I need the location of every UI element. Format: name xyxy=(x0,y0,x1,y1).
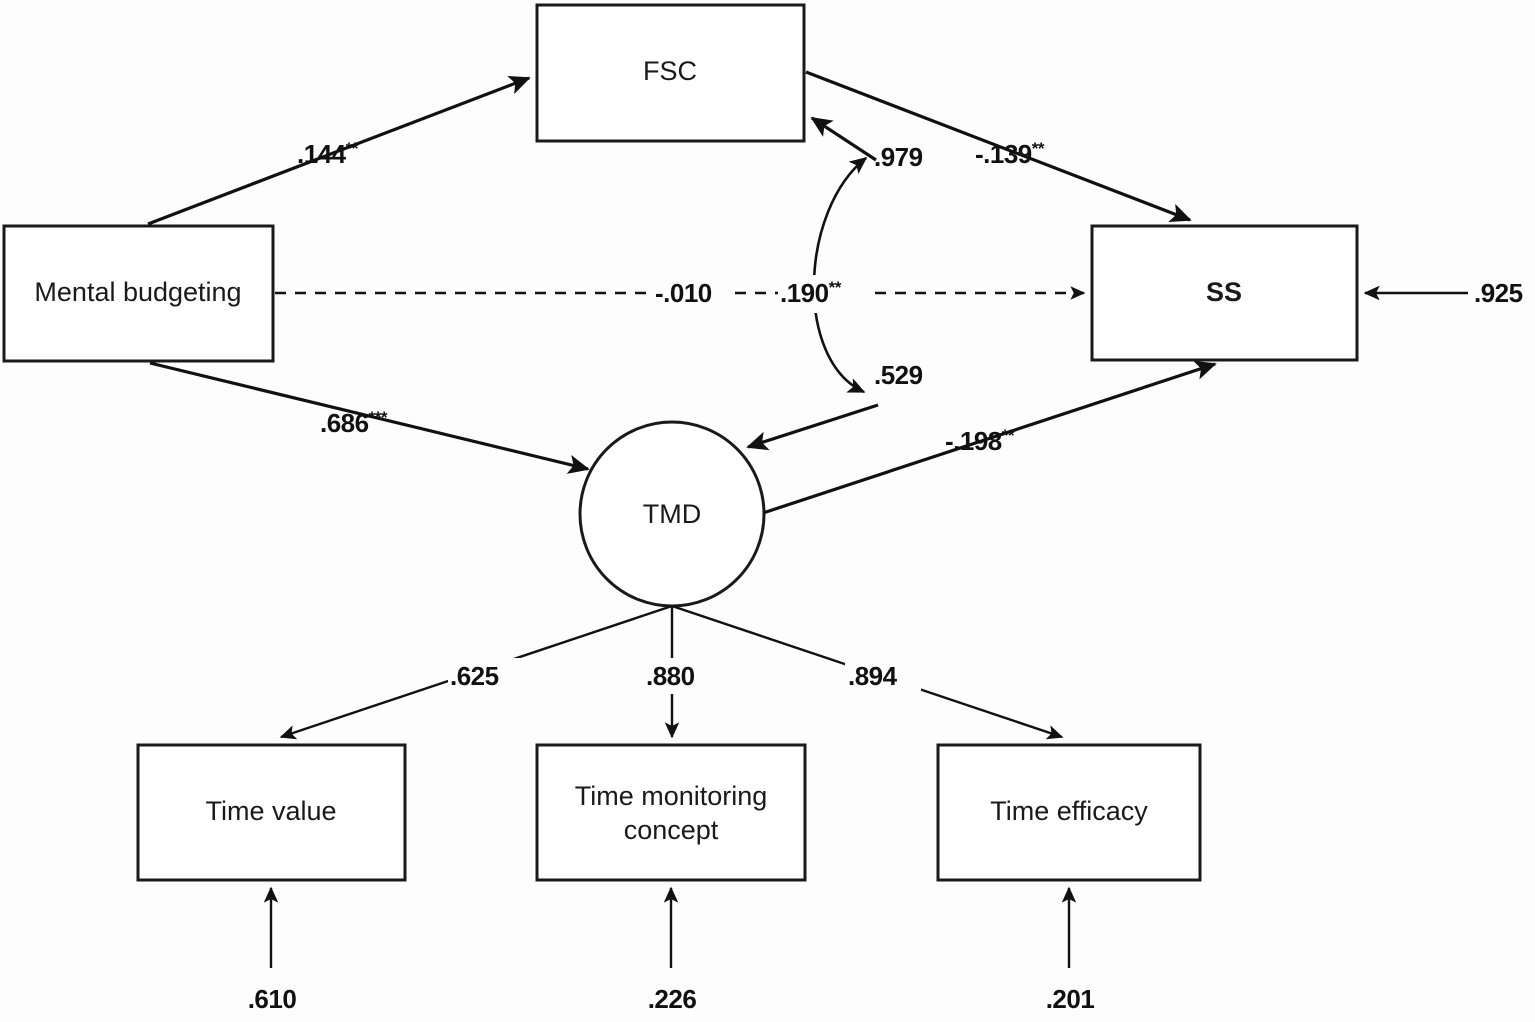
node-time-value-rect xyxy=(136,743,407,882)
svg-text:.686***: .686*** xyxy=(320,408,388,439)
svg-text:-.139**: -.139** xyxy=(975,139,1045,170)
coef-fsc-to-ss-value: -.139 xyxy=(975,139,1032,169)
path-mb-to-fsc xyxy=(147,75,531,226)
node-time-monitoring-concept-rect xyxy=(535,743,807,882)
coef-tmd-to-time-efficacy-value: .894 xyxy=(848,661,898,691)
coef-mb-to-ss-second: .190** xyxy=(778,275,874,313)
coef-mb-to-fsc-value: .144 xyxy=(297,139,347,169)
node-tmd-label: TMD xyxy=(643,499,701,529)
path-fsc-to-ss xyxy=(805,70,1192,223)
coef-correlation-fsc-value: .979 xyxy=(874,142,923,172)
coef-tmd-to-time-monitoring-backdrop xyxy=(643,658,719,694)
node-fsc[interactable]: FSC xyxy=(535,3,806,143)
coef-tmd-to-time-value-backdrop xyxy=(448,658,522,694)
node-time-monitoring-concept[interactable]: Time monitoring concept xyxy=(535,743,807,882)
node-time-efficacy-rect xyxy=(936,743,1202,882)
node-time-efficacy[interactable]: Time efficacy xyxy=(936,743,1202,882)
node-time-monitoring-concept-label-line2: concept xyxy=(624,815,719,845)
path-tmd-to-ss xyxy=(762,360,1217,515)
coef-mb-to-ss-second-backdrop xyxy=(778,275,874,313)
svg-text:-.010: -.010 xyxy=(655,278,712,308)
node-ss[interactable]: SS xyxy=(1090,224,1359,362)
svg-text:-.198**: -.198** xyxy=(945,426,1015,457)
coef-correlation-tmd: .529 xyxy=(874,360,923,390)
coef-mb-to-ss-backdrop xyxy=(652,275,732,313)
coef-tmd-to-time-efficacy: .894 xyxy=(845,658,921,694)
coef-tmd-to-time-efficacy-backdrop xyxy=(845,658,921,694)
svg-text:.144**: .144** xyxy=(297,139,359,170)
path-mb-to-tmd xyxy=(149,361,590,474)
coef-tmd-to-ss-value: -.198 xyxy=(945,426,1002,456)
path-curve-to-tmd-arrow xyxy=(746,403,879,451)
coef-mb-to-fsc-stars: ** xyxy=(346,139,359,158)
coef-tmd-to-ss-stars: ** xyxy=(1002,426,1015,445)
coef-correlation-fsc: .979 xyxy=(874,142,923,172)
coef-tmd-to-time-monitoring: .880 xyxy=(643,658,719,694)
coef-mb-to-ss: -.010 xyxy=(652,275,732,313)
error-label-time-efficacy: .201 xyxy=(1046,984,1095,1014)
coef-mb-to-tmd-stars: *** xyxy=(369,408,388,427)
node-ss-rect xyxy=(1090,224,1359,362)
coef-mb-to-tmd-value: .686 xyxy=(320,408,369,438)
coef-mb-to-tmd: .686*** xyxy=(320,408,388,439)
coef-fsc-to-ss-stars: ** xyxy=(1032,139,1045,158)
coef-correlation-tmd-value: .529 xyxy=(874,360,923,390)
path-curve-to-fsc-arrow xyxy=(810,116,877,162)
coef-tmd-to-time-value: .625 xyxy=(448,658,522,694)
coef-fsc-to-ss: -.139** xyxy=(975,139,1045,170)
node-time-efficacy-label: Time efficacy xyxy=(990,796,1148,826)
node-ss-label: SS xyxy=(1206,277,1242,307)
node-tmd[interactable]: TMD xyxy=(578,420,766,608)
coef-mb-to-ss-second-value: .190 xyxy=(780,278,829,308)
node-fsc-label: FSC xyxy=(643,56,697,86)
coef-tmd-to-time-monitoring-value: .880 xyxy=(646,661,695,691)
coef-tmd-to-ss: -.198** xyxy=(945,426,1015,457)
error-label-time-value: .610 xyxy=(248,984,297,1014)
svg-text:.190**: .190** xyxy=(780,278,842,309)
node-mental-budgeting[interactable]: Mental budgeting xyxy=(2,224,275,363)
coef-tmd-to-time-value-value: .625 xyxy=(450,661,499,691)
node-time-monitoring-concept-label-line1: Time monitoring xyxy=(575,781,768,811)
node-fsc-rect xyxy=(535,3,806,143)
coef-mb-to-ss-second-stars: ** xyxy=(829,278,842,297)
node-mental-budgeting-label: Mental budgeting xyxy=(34,277,241,307)
node-mental-budgeting-rect xyxy=(2,224,275,363)
coef-mb-to-ss-value: -.010 xyxy=(655,278,712,308)
node-time-value-label: Time value xyxy=(205,796,336,826)
error-label-time-monitoring: .226 xyxy=(648,984,697,1014)
coef-mb-to-fsc: .144** xyxy=(297,139,359,170)
node-time-value[interactable]: Time value xyxy=(136,743,407,882)
error-label-ss: .925 xyxy=(1474,278,1523,308)
